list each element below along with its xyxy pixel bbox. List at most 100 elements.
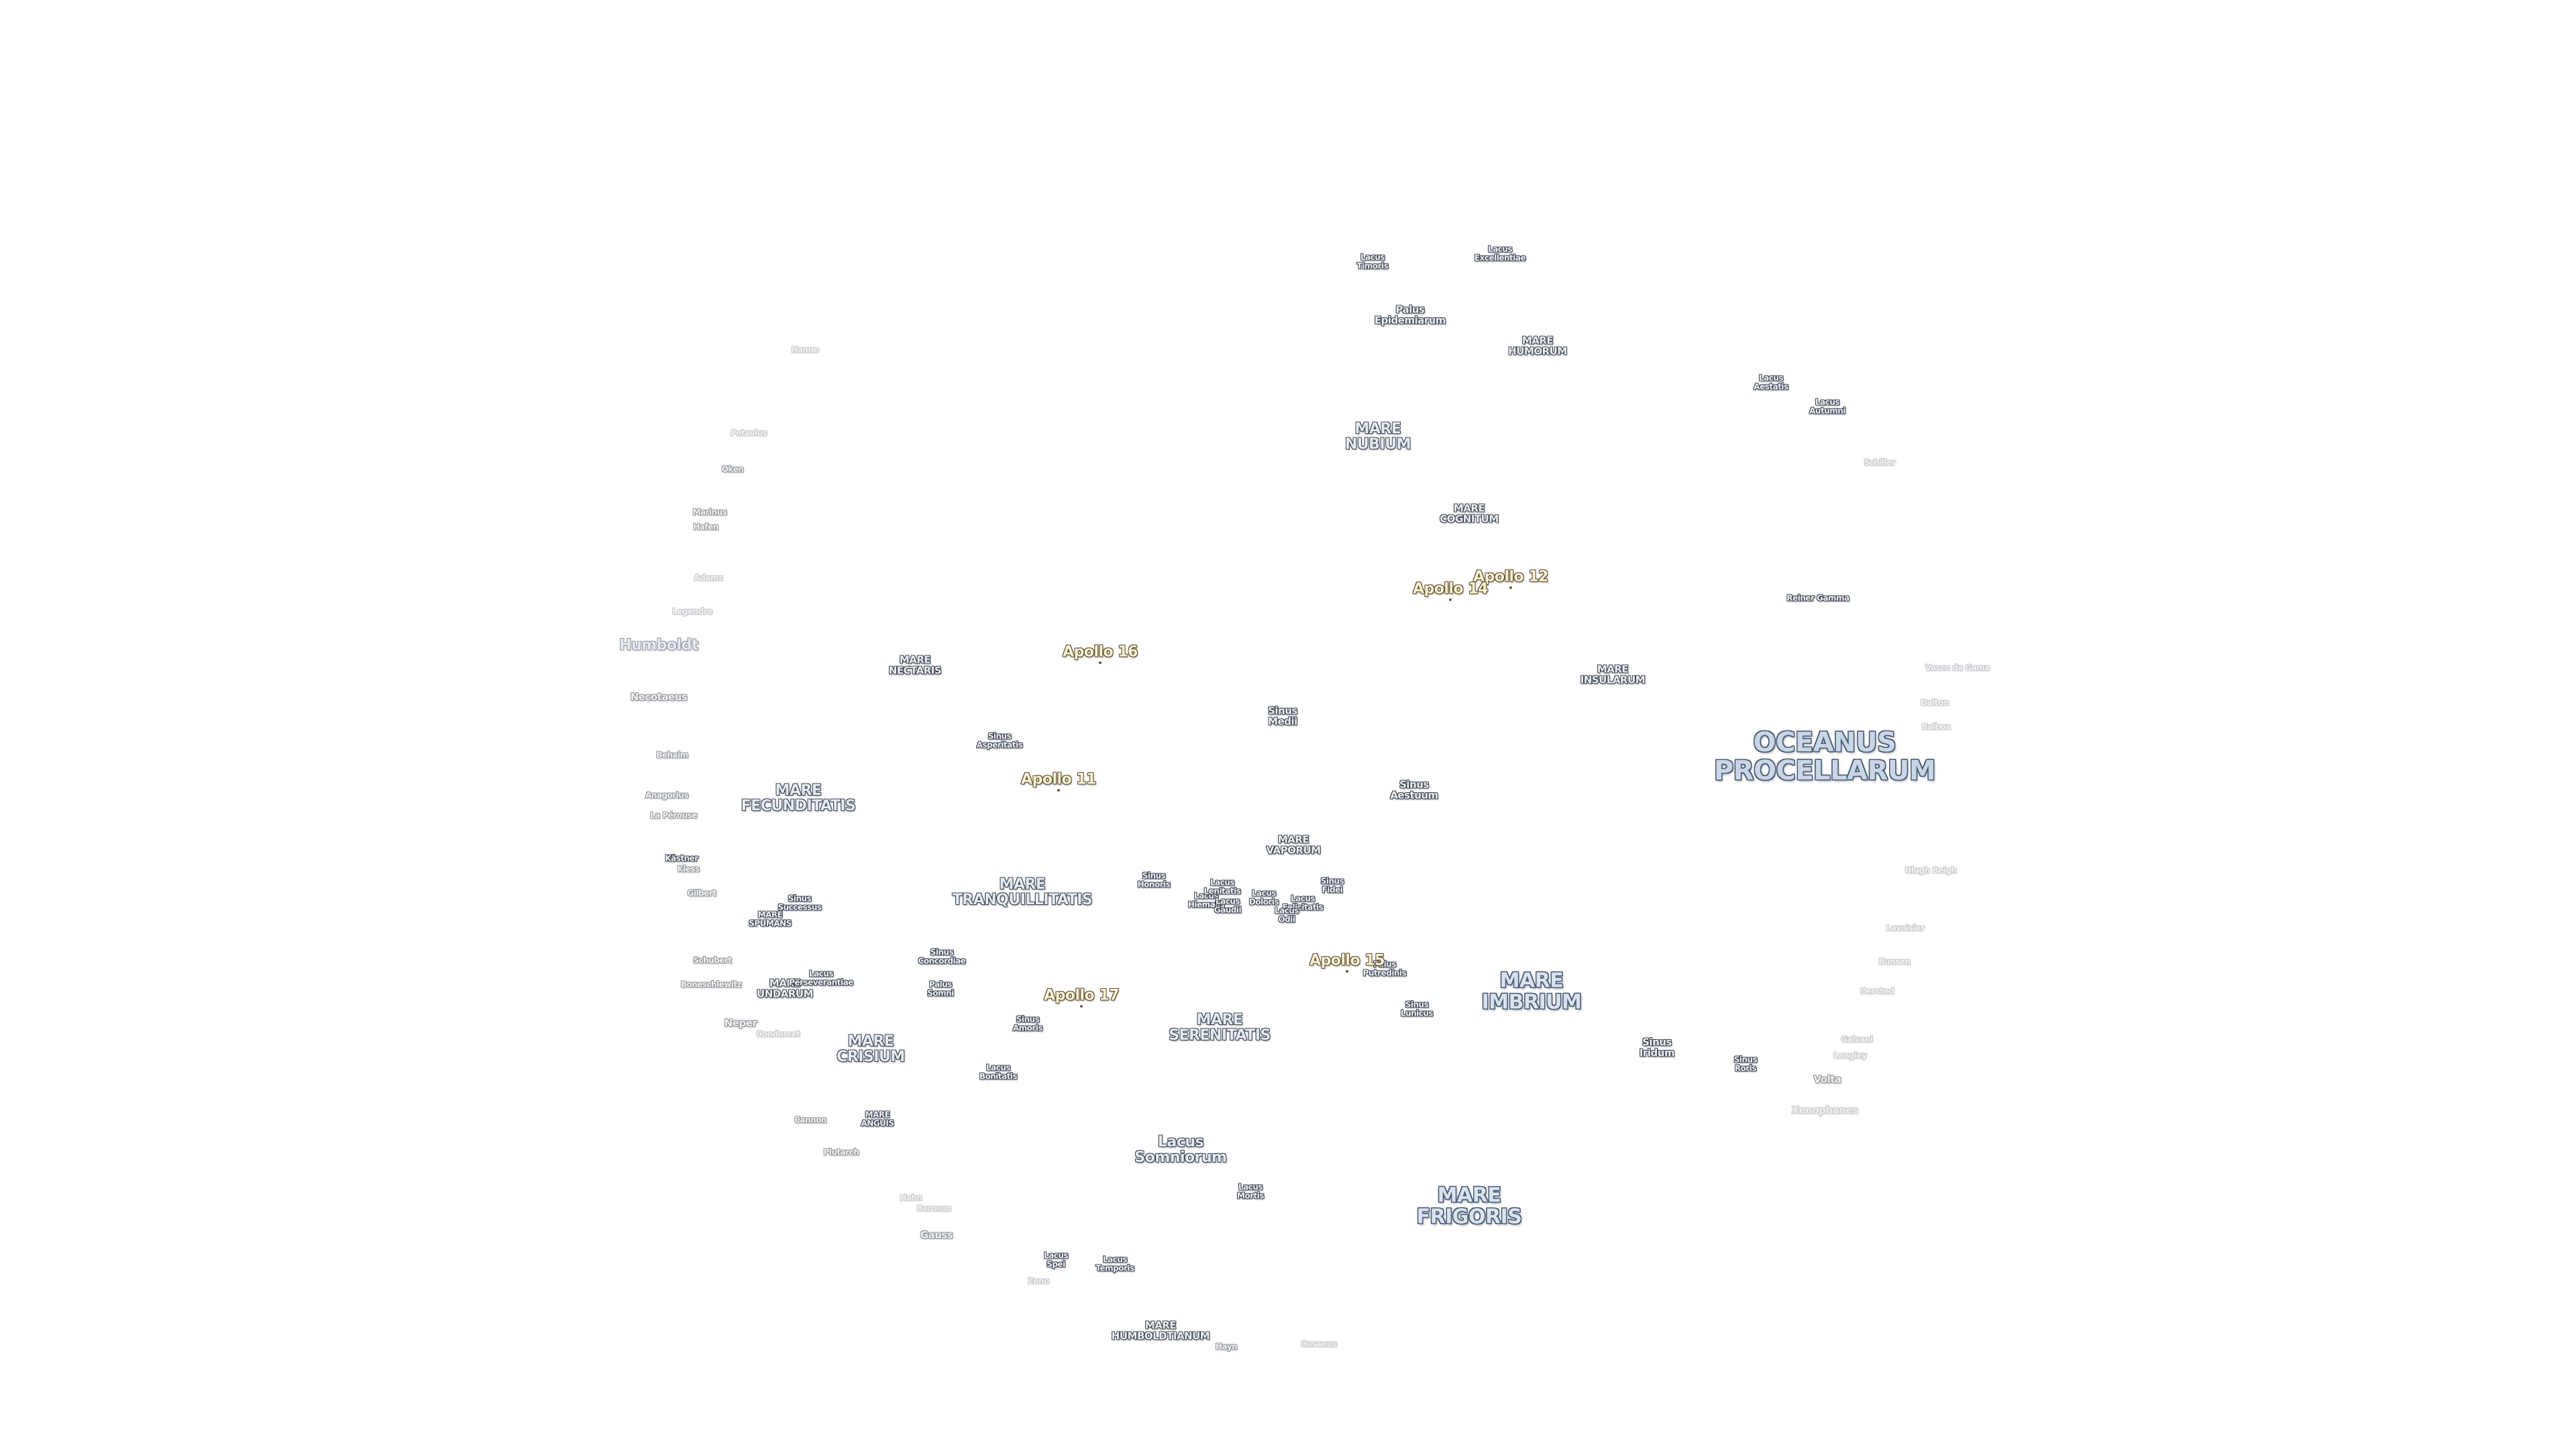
label-mare-fecunditatis: MARE FECUNDITATIS	[741, 782, 856, 814]
label-mare-spumans: MARE SPUMANS	[749, 910, 792, 928]
label-berosus: Berosus	[916, 1203, 951, 1214]
label-lacus-odii: Lacus Odii	[1274, 906, 1299, 924]
label-necotaeus: Necotaeus	[630, 691, 688, 704]
label-lacus-hiemalis: Lacus Hiemalis	[1187, 891, 1225, 909]
landing-site-apollo-16: Apollo 16	[1063, 643, 1138, 661]
label-hayn: Hayn	[1215, 1342, 1238, 1352]
label-mare-imbrium: MARE IMBRIUM	[1481, 969, 1582, 1014]
label-sinus-roris: Sinus Roris	[1733, 1055, 1758, 1073]
label-lacus-gaudii: Lacus Gaudii	[1214, 896, 1242, 914]
label-langley: Langley	[1833, 1051, 1867, 1061]
landing-site-apollo-11: Apollo 11	[1021, 771, 1096, 788]
label-mare-humorum: MARE HUMORUM	[1508, 334, 1567, 357]
landing-site-apollo-14: Apollo 14	[1413, 580, 1488, 598]
label-palus-putredinis: Palus Putredinis	[1362, 959, 1407, 977]
label-galvani: Galvani	[1841, 1034, 1873, 1044]
label-sinus-honoris: Sinus Honoris	[1137, 871, 1171, 889]
label-mare-nectaris: MARE NECTARIS	[888, 653, 942, 676]
label-hahn: Hahn	[900, 1193, 922, 1203]
label-lacus-aestatis: Lacus Aestatis	[1754, 373, 1788, 391]
label-zeno: Zeno	[1028, 1276, 1049, 1286]
label-lacus-felicitatis: Lacus Felicitatis	[1282, 894, 1324, 912]
landing-site-marker-apollo-12	[1509, 586, 1512, 589]
label-schubert: Schubert	[693, 955, 732, 965]
label-sinus-iridum: Sinus Iridum	[1639, 1036, 1675, 1059]
label-hafen: Hafen	[693, 522, 718, 532]
label-petavius: Petavius	[730, 428, 767, 438]
label-hanno: Hanno	[791, 345, 819, 355]
label-bunsen: Bunsen	[1878, 957, 1911, 967]
label-mare-undarum: MARE UNDARUM	[757, 977, 813, 1000]
label-mare-cognitum: MARE COGNITUM	[1440, 502, 1499, 525]
label-plutarch: Plutarch	[823, 1147, 859, 1157]
label-mare-insularum: MARE INSULARUM	[1580, 663, 1646, 686]
landing-site-apollo-15: Apollo 15	[1309, 952, 1385, 969]
label-mare-nubium: MARE NUBIUM	[1345, 420, 1411, 453]
label-sinus-concordiae: Sinus Concordiae	[918, 947, 966, 965]
label-cannon: Cannon	[794, 1115, 826, 1125]
landing-site-marker-apollo-14	[1449, 598, 1452, 601]
label-ulugh-beigh: Ulugh Beigh	[1904, 865, 1957, 875]
label-lacus-lenitatis: Lacus Lenitatis	[1203, 877, 1241, 896]
label-condorcet: Condorcet	[756, 1029, 800, 1039]
label-mare-anguis: MARE ANGUIS	[861, 1110, 894, 1128]
label-balboa: Balboa	[1921, 722, 1951, 732]
landing-site-marker-apollo-17	[1080, 1005, 1083, 1008]
label-xenophanes: Xenophanes	[1791, 1104, 1858, 1117]
label-volta: Volta	[1813, 1073, 1841, 1086]
label-mare-vaporum: MARE VAPORUM	[1266, 833, 1321, 856]
label-mare-frigoris: MARE FRIGORIS	[1416, 1183, 1522, 1228]
label-lacus-excellentiae: Lacus Excellentiae	[1474, 244, 1526, 262]
label-sinus-asperitatis: Sinus Asperitatis	[976, 731, 1023, 749]
label-sinus-amoris: Sinus Amoris	[1012, 1014, 1043, 1032]
landing-site-marker-apollo-15	[1346, 970, 1348, 973]
landing-site-marker-apollo-16	[1099, 661, 1102, 664]
label-legendre: Legendre	[672, 606, 712, 616]
label-reiner-gamma: Reiner Gamma	[1786, 593, 1849, 603]
label-sinus-medii: Sinus Medii	[1268, 704, 1297, 727]
label-humboldt: Humboldt	[619, 637, 698, 654]
label-behaim: Behaim	[656, 750, 688, 760]
label-la-perouse: La Pérouse	[650, 810, 697, 820]
label-lacus-somniorum: Lacus Somniorum	[1134, 1133, 1227, 1166]
label-kastner: Kästner	[665, 853, 698, 863]
label-oceanus-procellarum: OCEANUS PROCELLARUM	[1713, 727, 1936, 786]
label-lacus-spei: Lacus Spei	[1043, 1250, 1069, 1269]
label-palus-somni: Palus Somni	[927, 979, 954, 998]
landing-site-apollo-17: Apollo 17	[1044, 987, 1119, 1004]
label-anagorius: Anagorius	[645, 790, 688, 800]
label-sinus-lunicus: Sinus Lunicus	[1400, 1000, 1434, 1018]
label-mare-humboldtianum: MARE HUMBOLDTIANUM	[1111, 1319, 1210, 1342]
label-palus-epidemiarum: Palus Epidemiarum	[1374, 303, 1446, 326]
label-lacus-bonitatis: Lacus Bonitatis	[979, 1063, 1018, 1081]
label-marinus: Marinus	[692, 507, 727, 517]
label-sinus-aestuum: Sinus Aestuum	[1390, 778, 1438, 801]
label-lavoisier: Lavoisier	[1886, 923, 1925, 933]
landing-site-marker-apollo-11	[1057, 789, 1060, 792]
label-neper: Neper	[724, 1017, 757, 1030]
label-gauss: Gauss	[920, 1229, 953, 1242]
label-oken: Oken	[721, 464, 744, 474]
label-sinus-fidei: Sinus Fidei	[1320, 876, 1344, 894]
label-cusanus: Cusanus	[1301, 1339, 1337, 1349]
label-adams: Adams	[694, 573, 723, 583]
label-mare-serenitatis: MARE SERENITATIS	[1169, 1011, 1271, 1044]
label-lacus-autumni: Lacus Autumni	[1809, 397, 1845, 415]
label-lacus-mortis: Lacus Mortis	[1236, 1182, 1265, 1200]
label-lacus-temporis: Lacus Temporis	[1095, 1254, 1134, 1273]
label-mare-crisium: MARE CRISIUM	[837, 1032, 905, 1065]
label-lacus-doloris: Lacus Doloris	[1248, 888, 1279, 906]
label-dalton: Dalton	[1921, 698, 1949, 708]
label-gilbert: Gilbert	[687, 888, 716, 898]
label-kiess: Kiess	[677, 864, 700, 874]
label-mare-tranquillitatis: MARE TRANQUILLITATIS	[952, 875, 1093, 908]
label-oersted: Oersted	[1860, 986, 1894, 996]
label-lacus-perseverantiae: Lacus Perseverantiae	[789, 969, 853, 987]
label-lacus-timoris: Lacus Timoris	[1356, 252, 1389, 270]
label-schiller: Schiller	[1864, 458, 1896, 468]
label-vasco-da-gama: Vasco da Gama	[1925, 663, 1990, 673]
landing-site-apollo-12: Apollo 12	[1473, 568, 1548, 586]
label-boneschlewitz: Boneschlewitz	[680, 979, 742, 989]
label-sinus-successus: Sinus Successus	[777, 894, 822, 912]
